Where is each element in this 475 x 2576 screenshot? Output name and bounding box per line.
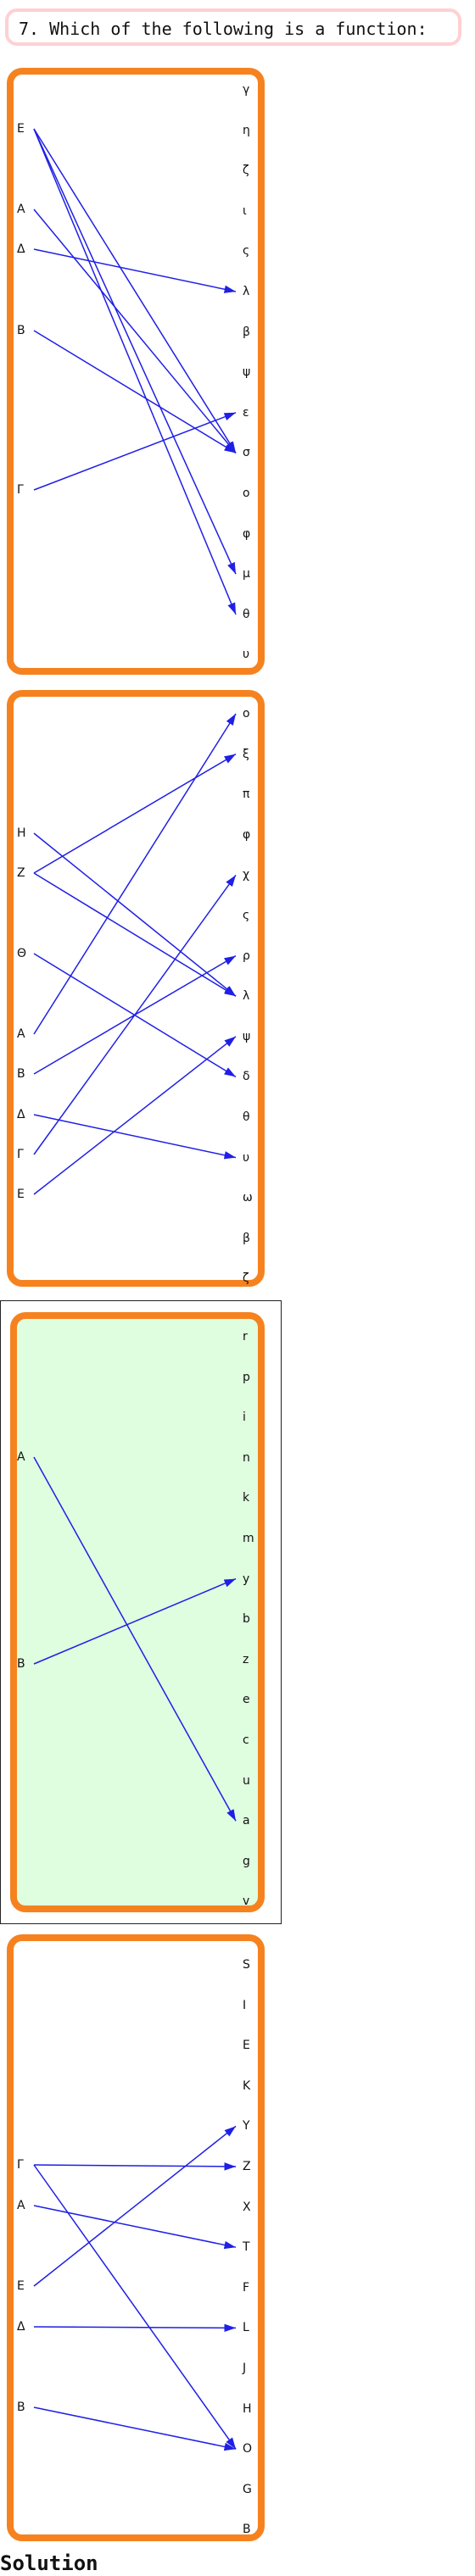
codomain-label: L: [243, 2321, 249, 2335]
codomain-label: ω: [243, 1191, 253, 1205]
codomain-label: φ: [243, 827, 251, 842]
codomain-label: λ: [243, 285, 250, 298]
codomain-label: Y: [243, 2119, 250, 2134]
codomain-label: υ: [243, 1150, 250, 1165]
codomain-label: p: [243, 1370, 250, 1384]
domain-label: B: [17, 1657, 25, 1671]
domain-label: Δ: [17, 2320, 25, 2334]
codomain-label: J: [243, 2362, 247, 2375]
codomain-label: ς: [243, 244, 250, 259]
codomain-label: u: [243, 1773, 250, 1788]
domain-label: A: [17, 1027, 25, 1041]
codomain-label: H: [243, 2401, 252, 2416]
domain-label: B: [17, 1067, 25, 1081]
mapping-diagram-2[interactable]: [7, 690, 265, 1287]
mapping-diagram-3[interactable]: [10, 1312, 265, 1912]
codomain-label: η: [243, 123, 250, 137]
codomain-label: y: [243, 1572, 250, 1586]
codomain-label: υ: [243, 648, 250, 662]
codomain-label: ο: [243, 707, 250, 721]
codomain-label: θ: [243, 607, 250, 621]
domain-label: E: [17, 122, 25, 136]
codomain-label: n: [243, 1450, 250, 1465]
codomain-label: e: [243, 1693, 250, 1707]
codomain-label: ι: [243, 203, 247, 218]
codomain-label: K: [243, 2078, 251, 2093]
codomain-label: ξ: [243, 747, 249, 761]
codomain-label: ζ: [243, 1271, 249, 1286]
domain-label: H: [17, 826, 26, 840]
domain-label: Δ: [17, 242, 25, 256]
codomain-label: z: [243, 1652, 249, 1666]
codomain-label: ρ: [243, 949, 250, 963]
codomain-label: T: [243, 2240, 250, 2255]
codomain-label: k: [243, 1491, 250, 1505]
codomain-label: φ: [243, 526, 251, 541]
codomain-label: ς: [243, 909, 250, 922]
codomain-label: g: [243, 1854, 250, 1868]
domain-label: Θ: [17, 947, 27, 960]
domain-label: A: [17, 2199, 25, 2212]
codomain-label: γ: [243, 83, 250, 97]
domain-label: E: [17, 1188, 25, 1201]
codomain-label: ψ: [243, 1029, 251, 1043]
codomain-label: λ: [243, 989, 250, 1004]
codomain-label: ε: [243, 405, 249, 420]
codomain-label: c: [243, 1733, 249, 1747]
domain-label: B: [17, 2401, 25, 2414]
codomain-label: β: [243, 1231, 250, 1245]
mapping-diagram-4[interactable]: [7, 1934, 265, 2541]
codomain-label: r: [243, 1330, 248, 1344]
codomain-label: β: [243, 325, 250, 339]
codomain-label: m: [243, 1532, 254, 1545]
codomain-label: θ: [243, 1110, 250, 1124]
codomain-label: δ: [243, 1070, 250, 1084]
codomain-label: I: [243, 1998, 247, 2012]
codomain-label: π: [243, 787, 250, 802]
domain-label: E: [17, 2279, 25, 2293]
domain-label: Γ: [17, 483, 24, 497]
codomain-label: S: [243, 1958, 250, 1972]
codomain-label: v: [243, 1894, 250, 1909]
codomain-label: χ: [243, 868, 250, 882]
domain-label: A: [17, 203, 25, 216]
codomain-label: a: [243, 1814, 250, 1828]
codomain-label: ψ: [243, 365, 251, 380]
codomain-label: ζ: [243, 164, 249, 178]
question-box: 7. Which of the following is a function:: [5, 8, 461, 46]
codomain-label: B: [243, 2523, 251, 2537]
domain-label: Δ: [17, 1108, 25, 1121]
codomain-label: O: [243, 2442, 253, 2456]
domain-label: Γ: [17, 2158, 24, 2172]
codomain-label: ο: [243, 487, 250, 500]
codomain-label: σ: [243, 446, 250, 460]
codomain-label: F: [243, 2280, 250, 2295]
domain-label: Z: [17, 866, 25, 880]
codomain-label: X: [243, 2200, 251, 2214]
solution-heading: Solution: [0, 2551, 98, 2575]
question-text: 7. Which of the following is a function:: [19, 19, 428, 39]
codomain-label: Z: [243, 2160, 251, 2173]
codomain-label: i: [243, 1410, 246, 1425]
domain-label: B: [17, 324, 25, 337]
mapping-diagram-1[interactable]: [7, 68, 265, 675]
domain-label: Γ: [17, 1148, 24, 1161]
codomain-label: G: [243, 2482, 252, 2496]
codomain-label: μ: [243, 567, 250, 581]
codomain-label: E: [243, 2039, 250, 2053]
codomain-label: b: [243, 1612, 250, 1627]
domain-label: A: [17, 1450, 25, 1464]
